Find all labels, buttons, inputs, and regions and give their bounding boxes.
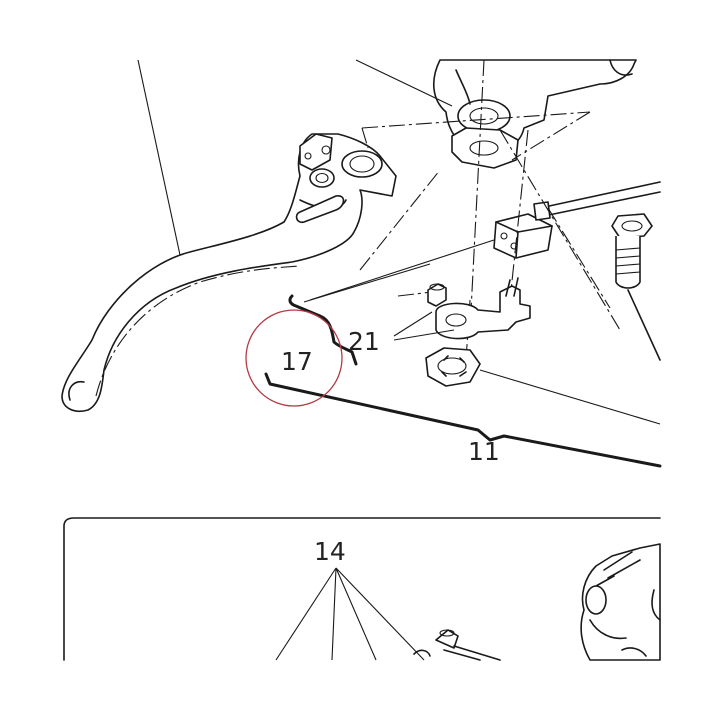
- leader-line-21b: [393, 329, 455, 341]
- callout-14: 14: [314, 537, 346, 566]
- leader-line-14b: [335, 567, 377, 661]
- callout-21: 21: [348, 327, 380, 356]
- highlight-circle: [245, 309, 343, 407]
- leader-line-lever: [137, 59, 181, 256]
- inset-pin-part: [413, 629, 501, 661]
- pin-part: [427, 283, 447, 307]
- inset-border: [63, 517, 661, 661]
- inset-panel: 14: [63, 517, 661, 661]
- callout-11: 11: [468, 437, 500, 466]
- callout-17: 17: [281, 347, 313, 376]
- inset-assembly-part: [580, 543, 661, 661]
- leader-line-21a: [393, 311, 433, 337]
- switch-connector: [493, 181, 661, 259]
- brace-11: [264, 372, 662, 468]
- bracket-part: [435, 277, 531, 340]
- lever-assembly-view: 17 21 11: [61, 59, 662, 468]
- nut-part: [425, 347, 661, 425]
- master-cylinder-mount: [433, 59, 637, 169]
- leader-line-switch: [309, 239, 495, 301]
- leader-line-14a: [331, 567, 337, 661]
- lever-part: [61, 133, 397, 412]
- leader-line-top: [355, 59, 453, 107]
- bolt-part: [611, 213, 661, 361]
- leader-line-14d: [275, 567, 337, 661]
- leader-line-14c: [335, 567, 425, 661]
